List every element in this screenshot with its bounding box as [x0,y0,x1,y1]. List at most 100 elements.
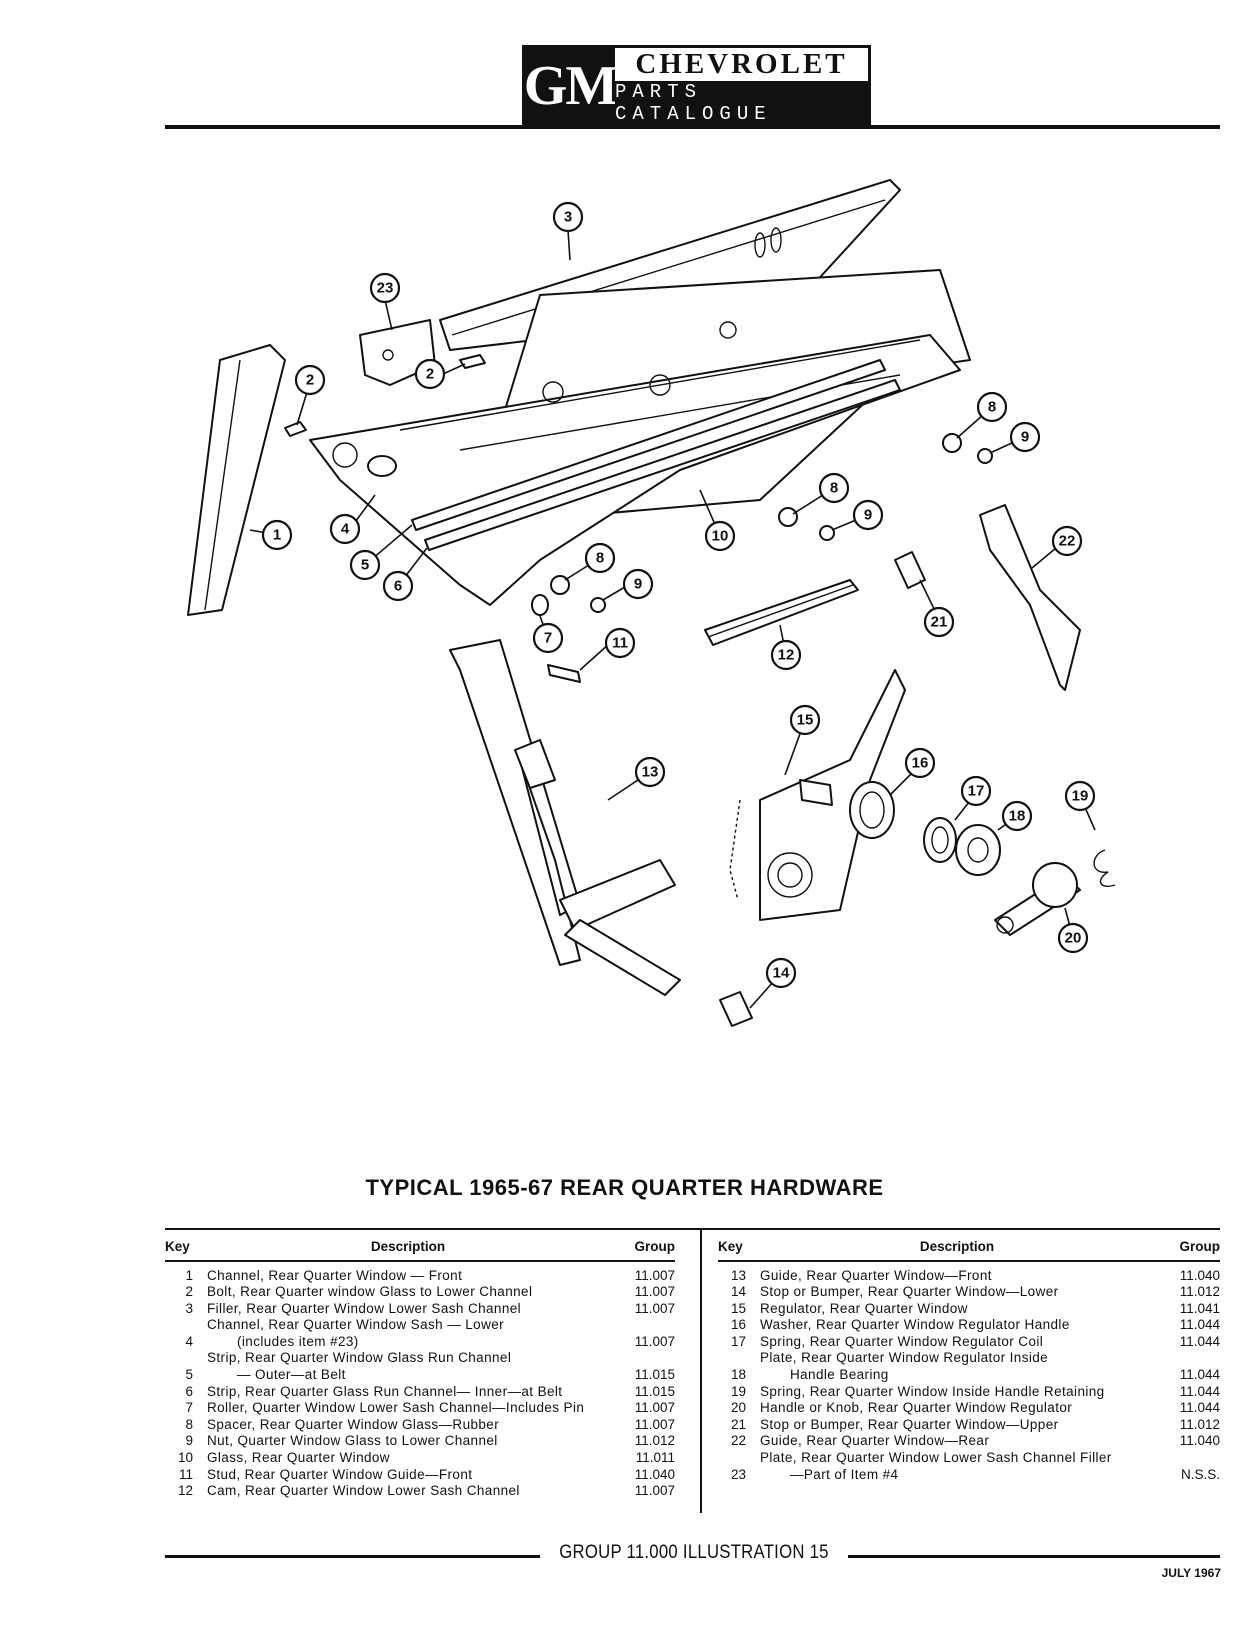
svg-text:5: 5 [361,557,369,574]
svg-text:10: 10 [712,528,729,545]
row-key: 6 [185,1383,193,1399]
footer-rule-right [848,1555,1220,1558]
part-coil-spring [923,817,957,863]
row-group: 11.007 [634,1333,675,1349]
row-group: N.S.S. [1180,1466,1220,1482]
row-key: 19 [730,1383,746,1399]
part-front-guide [449,639,581,966]
table-row: 6 Strip, Rear Quarter Glass Run Channel— … [165,1384,675,1401]
row-description: Regulator, Rear Quarter Window [760,1300,968,1316]
callout-10: 10 [704,520,736,552]
callout-16: 16 [904,747,936,779]
svg-text:18: 18 [1009,808,1026,825]
callout-14: 14 [765,957,797,989]
row-description: Plate, Rear Quarter Window Regulator Ins… [760,1350,1049,1383]
row-key: 20 [730,1400,746,1416]
callout-20: 20 [1057,922,1089,954]
callout-17: 17 [960,775,992,807]
callout-19: 19 [1064,780,1096,812]
table-top-rule [165,1228,1220,1230]
header-group: Group [1179,1238,1221,1254]
row-description: Stud, Rear Quarter Window Guide—Front [207,1466,473,1482]
row-description: Roller, Quarter Window Lower Sash Channe… [207,1400,585,1416]
svg-text:2: 2 [306,372,314,389]
row-key: 8 [185,1416,193,1432]
row-description: Channel, Rear Quarter Window — Front [207,1267,463,1283]
brand-name: CHEVROLET [635,48,848,80]
row-key: 9 [185,1433,193,1449]
table-column-divider [700,1228,702,1513]
row-group: 11.044 [1179,1400,1220,1416]
svg-text:2: 2 [426,366,434,383]
row-description: Spring, Rear Quarter Window Inside Handl… [760,1383,1105,1399]
row-description: Stop or Bumper, Rear Quarter Window—Lowe… [760,1284,1059,1300]
rows-left: 1 Channel, Rear Quarter Window — Front 11.… [165,1268,675,1500]
row-group: 11.007 [634,1267,675,1283]
row-description: Cam, Rear Quarter Window Lower Sash Chan… [207,1483,520,1499]
part-washer [849,781,895,839]
part-lower-stop [719,991,753,1027]
part-run-strip-outer [411,359,886,531]
header-description: Description [370,1238,446,1254]
leader-lines [249,229,1096,1009]
callout-23: 23 [369,272,401,304]
callout-21: 21 [923,606,955,638]
svg-text:8: 8 [596,550,604,567]
table-row: 23 Plate, Rear Quarter Window Lower Sash … [718,1450,1220,1483]
callout-13: 13 [634,756,666,788]
row-key: 12 [177,1483,193,1499]
svg-text:9: 9 [864,507,872,524]
table-header: Key Description Group [165,1234,675,1258]
row-group: 11.007 [634,1300,675,1316]
part-roller [531,594,549,616]
header-group: Group [634,1238,676,1254]
gm-mark: GM [524,48,618,124]
row-group: 11.041 [1179,1300,1220,1316]
row-group: 11.044 [1179,1367,1220,1383]
row-key: 1 [185,1267,193,1283]
callout-7: 7 [532,622,564,654]
row-description: Plate, Rear Quarter Window Lower Sash Ch… [760,1450,1112,1482]
row-key: 23 [730,1466,746,1482]
row-key: 14 [730,1284,746,1300]
row-group: 11.040 [1179,1267,1220,1283]
svg-text:16: 16 [912,755,929,772]
row-description: Spring, Rear Quarter Window Regulator Co… [760,1333,1044,1349]
svg-text:15: 15 [797,712,814,729]
callout-8c: 8 [584,542,616,574]
callout-3: 3 [552,201,584,233]
part-spacer [942,433,962,453]
table-row: 1 Channel, Rear Quarter Window — Front 11.… [165,1268,675,1285]
footer-rule-left [165,1555,540,1558]
parts-table-left: Key Description Group 1 Channel, Rear Qua… [165,1234,675,1500]
row-key: 4 [185,1333,193,1349]
part-front-channel [187,344,286,616]
row-key: 16 [730,1317,746,1333]
gm-chevrolet-logo: GM CHEVROLET PARTS CATALOGUE [522,45,871,127]
callout-2a: 2 [294,364,326,396]
catalogue-label: PARTS CATALOGUE [615,81,868,125]
part-run-strip-inner [424,379,901,551]
header-key: Key [165,1238,190,1254]
table-row: 21 Stop or Bumper, Rear Quarter Window—Up… [718,1417,1220,1434]
row-description: Guide, Rear Quarter Window—Front [760,1267,992,1283]
svg-text:7: 7 [544,630,552,647]
row-key: 21 [730,1416,746,1432]
callout-4: 4 [329,513,361,545]
callout-1: 1 [261,519,293,551]
row-description: Stop or Bumper, Rear Quarter Window—Uppe… [760,1416,1059,1432]
svg-text:22: 22 [1059,533,1076,550]
row-description: Strip, Rear Quarter Glass Run Channel— I… [207,1383,563,1399]
row-group: 11.012 [1179,1284,1220,1300]
callout-6: 6 [382,570,414,602]
callout-8b: 8 [818,472,850,504]
